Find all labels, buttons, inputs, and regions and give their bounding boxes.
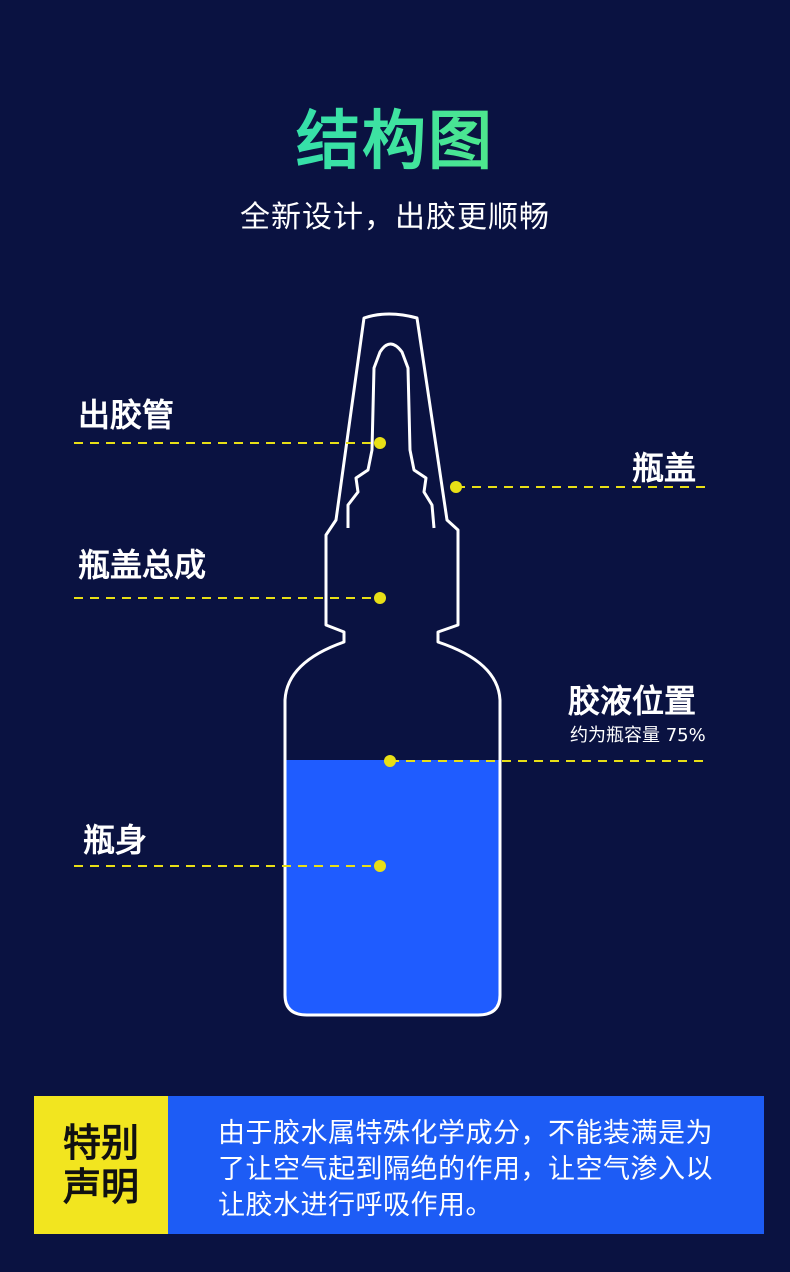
nozzle-inner-outline [346,342,436,529]
notice-text: 由于胶水属特殊化学成分，不能装满是为了让空气起到隔绝的作用，让空气渗入以让胶水进… [168,1096,764,1234]
dot-body [374,860,386,872]
label-body: 瓶身 [83,821,148,859]
bottle-diagram [74,312,712,1017]
dot-cap-assembly [374,592,386,604]
glue-liquid [285,760,500,1015]
label-cap: 瓶盖 [632,449,697,487]
notice-tag-line1: 特别 [62,1121,139,1165]
notice-tag: 特别 声明 [34,1096,168,1234]
dot-glue-level [384,755,396,767]
dot-nozzle [374,437,386,449]
label-cap-assembly: 瓶盖总成 [78,546,207,584]
page-subtitle: 全新设计，出胶更顺畅 [240,200,550,235]
label-glue-level: 胶液位置 [568,682,697,720]
dot-cap [450,481,462,493]
bottle-outline [283,312,502,1017]
notice-tag-line2: 声明 [62,1165,139,1209]
page-title: 结构图 [0,90,790,182]
special-notice: 特别 声明 由于胶水属特殊化学成分，不能装满是为了让空气起到隔绝的作用，让空气渗… [34,1096,764,1234]
label-nozzle: 出胶管 [78,396,175,434]
label-glue-level-note: 约为瓶容量 75% [570,725,706,746]
